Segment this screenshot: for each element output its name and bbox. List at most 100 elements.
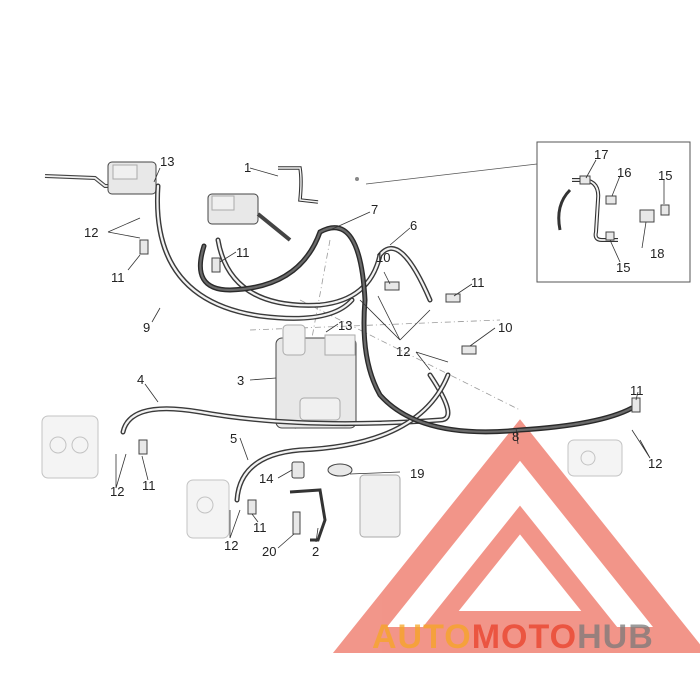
bracket-1 (278, 166, 319, 204)
callout-12b: 12 (396, 344, 410, 359)
callout-18: 18 (650, 246, 664, 261)
leader (389, 227, 411, 246)
leader (453, 283, 473, 297)
rear-caliper (567, 439, 623, 477)
leader (349, 471, 401, 475)
leader (141, 455, 149, 481)
callout-5: 5 (230, 431, 237, 446)
caliper-body (41, 415, 99, 479)
callout-15a: 15 (658, 168, 672, 183)
callout-11a: 11 (111, 270, 125, 285)
leader (219, 251, 237, 263)
callout-3: 3 (237, 373, 244, 388)
leader (251, 513, 259, 523)
rear-master-cylinder (207, 193, 292, 242)
bolt-11 (445, 293, 461, 303)
bolt-10 (384, 281, 400, 291)
callout-13b: 13 (338, 318, 352, 333)
callout-7: 7 (371, 202, 378, 217)
callout-20: 20 (262, 544, 276, 559)
callout-16: 16 (617, 165, 631, 180)
caliper-piston (196, 496, 214, 514)
leader (359, 295, 431, 341)
watermark-text-auto: AUTO (372, 618, 472, 656)
callout-10a: 10 (376, 250, 390, 265)
bolt-10 (461, 345, 477, 355)
leader (127, 254, 141, 271)
leader (611, 175, 621, 197)
callout-9: 9 (143, 320, 150, 335)
rear-lever (256, 212, 292, 242)
inset-screw-2 (660, 204, 670, 216)
hose-9-inner (156, 184, 354, 320)
leader (107, 217, 141, 239)
leader (635, 391, 639, 401)
leader (641, 221, 647, 249)
callout-11f: 11 (253, 520, 267, 535)
inset-damper (639, 209, 655, 223)
leader (277, 533, 295, 549)
leader (469, 327, 496, 347)
hose-5-inner (235, 373, 450, 502)
caliper-piston (71, 436, 89, 454)
inset-origin-dot (355, 177, 359, 181)
callout-17: 17 (594, 147, 608, 162)
bolt-11 (211, 257, 221, 273)
master-cylinder-cap (112, 164, 138, 180)
watermark-text-hub: HUB (577, 618, 654, 656)
watermark-text: AUTOMOTOHUB (372, 618, 654, 656)
callout-12d: 12 (110, 484, 124, 499)
bolt-11 (139, 239, 149, 255)
inset-nut (605, 231, 615, 241)
leader (153, 167, 161, 183)
leader (249, 377, 277, 381)
callout-8: 8 (512, 429, 519, 444)
right-front-caliper (186, 479, 230, 539)
leader (325, 323, 339, 333)
caliper-piston (580, 450, 596, 466)
inset-bracket-fill (572, 179, 618, 241)
leader (277, 469, 293, 479)
grommet-19 (327, 463, 353, 477)
callout-12a: 12 (84, 225, 98, 240)
center-line (299, 299, 521, 411)
inset-screw (605, 195, 617, 205)
bracket-1-fill (278, 167, 319, 203)
hose-6-inner (216, 238, 432, 307)
hose-7-8-inner (199, 226, 634, 433)
screw-20 (292, 511, 301, 535)
abs-control-unit (275, 324, 357, 429)
hose-4-inner (121, 373, 450, 434)
watermark-triangle (332, 419, 700, 653)
watermark-text-moto: MOTO (472, 618, 577, 656)
leader (229, 509, 241, 539)
inset-clip (579, 175, 591, 185)
callout-11e: 11 (142, 478, 156, 493)
inset-pointer-line (365, 163, 538, 185)
inset-bracket-arm (557, 188, 572, 231)
rear-master-cap (211, 195, 235, 211)
abs-ecu-19 (359, 474, 401, 538)
callout-10b: 10 (498, 320, 512, 335)
callout-12e: 12 (224, 538, 238, 553)
callout-13a: 13 (160, 154, 174, 169)
abs-motor (299, 397, 341, 421)
callout-4: 4 (137, 372, 144, 387)
bolt-11 (631, 397, 641, 413)
leader (329, 211, 371, 231)
callout-2: 2 (312, 544, 319, 559)
leader (609, 239, 621, 263)
callout-11c: 11 (471, 275, 485, 290)
callout-14: 14 (259, 471, 273, 486)
abs-connector (324, 334, 356, 356)
caliper-piston (49, 436, 67, 454)
damper-14 (291, 461, 305, 479)
callout-1: 1 (244, 160, 251, 175)
callout-11b: 11 (236, 245, 250, 260)
leader (144, 383, 159, 403)
front-master-cylinder (44, 161, 157, 195)
abs-reservoir (282, 324, 306, 356)
bolt-11 (247, 499, 257, 515)
